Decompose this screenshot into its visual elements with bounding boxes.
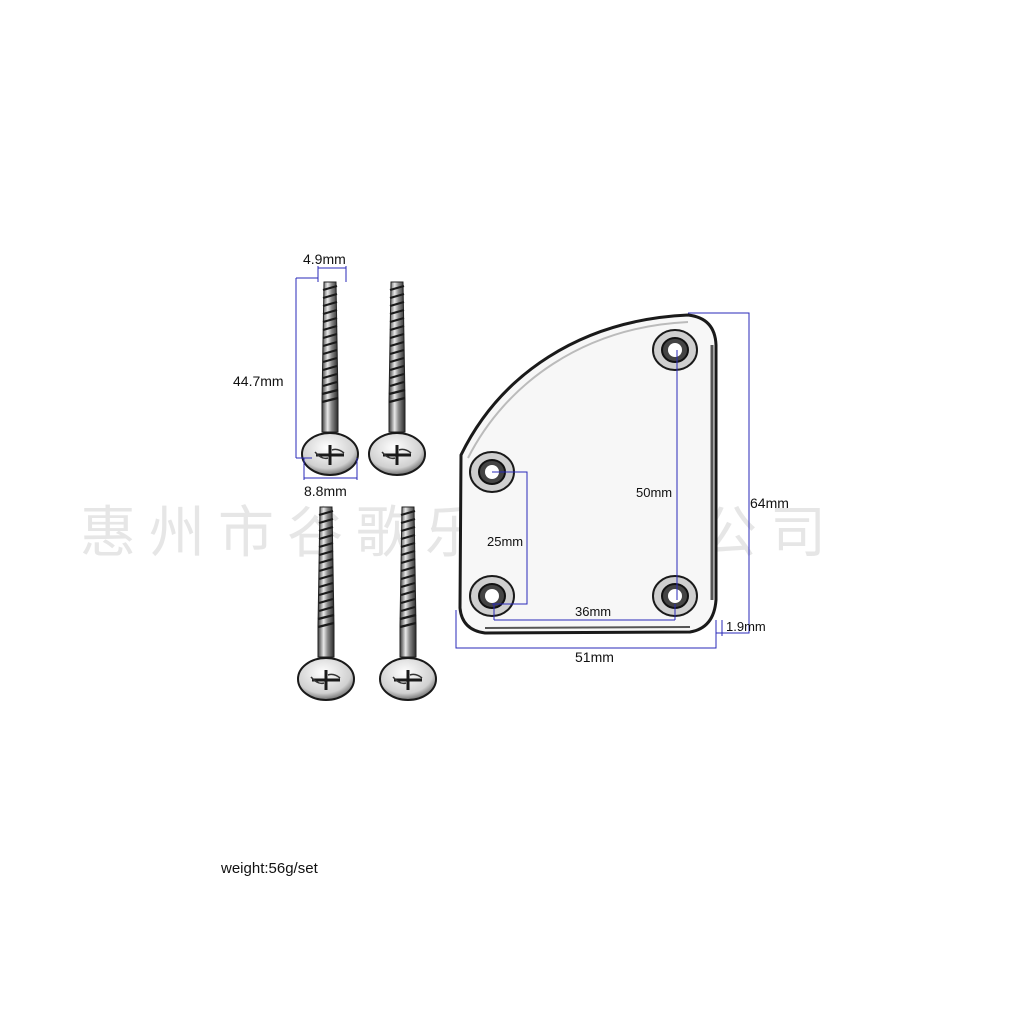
horizontal-spacing-label: 36mm	[575, 604, 611, 619]
screw-top-right	[367, 280, 427, 477]
screw-diameter-label: 4.9mm	[303, 251, 346, 267]
plate-dimension-lines	[455, 312, 750, 649]
inner-vertical-spacing-label: 25mm	[487, 534, 523, 549]
hole-top-right	[652, 329, 698, 371]
hole-bottom-right	[652, 575, 698, 617]
plate-holes	[469, 329, 698, 617]
plate-width-label: 51mm	[575, 649, 614, 665]
hole-bottom-left	[469, 575, 515, 617]
plate-thickness-label: 1.9mm	[726, 619, 766, 634]
screw-length-label: 44.7mm	[233, 373, 284, 389]
neck-plate	[458, 313, 718, 635]
outer-vertical-spacing-label: 50mm	[636, 485, 672, 500]
screw-dimension-lines	[295, 266, 358, 480]
plate-height-label: 64mm	[750, 495, 789, 511]
screw-top-left	[300, 280, 360, 477]
screw-head-label: 8.8mm	[304, 483, 347, 499]
weight-label: weight:56g/set	[221, 860, 318, 877]
